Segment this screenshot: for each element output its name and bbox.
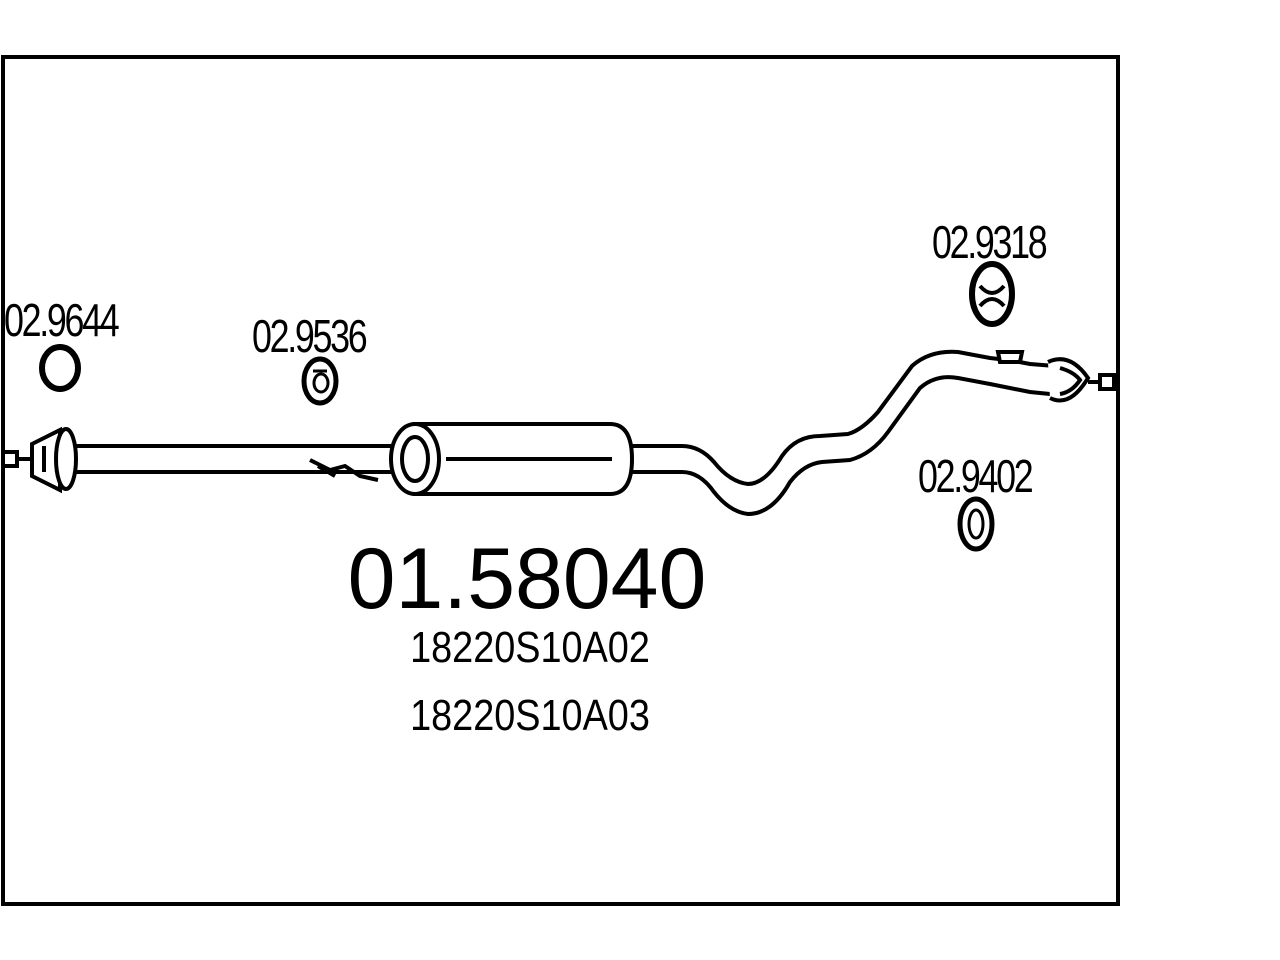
inlet-flange: [1, 426, 78, 494]
part-label-3: 02.9318: [932, 217, 1047, 268]
main-part-number: 01.58040: [348, 531, 707, 627]
ring-gasket-icon: [39, 344, 81, 392]
part-label-2: 02.9536: [252, 311, 367, 362]
silencer: [389, 422, 635, 496]
tail-pipe: [632, 349, 1116, 517]
part-label-4: 02.9402: [918, 451, 1032, 502]
oem-number-1: 18220S10A02: [410, 622, 650, 671]
oem-number-2: 18220S10A03: [410, 690, 650, 739]
rubber-mount-icon: [301, 356, 339, 406]
diagram-border: [1, 55, 1120, 906]
hanger-icon: [969, 261, 1015, 327]
rubber-ring-icon: [957, 496, 995, 552]
front-pipe: [76, 444, 410, 482]
part-label-1: 02.9644: [4, 295, 119, 346]
